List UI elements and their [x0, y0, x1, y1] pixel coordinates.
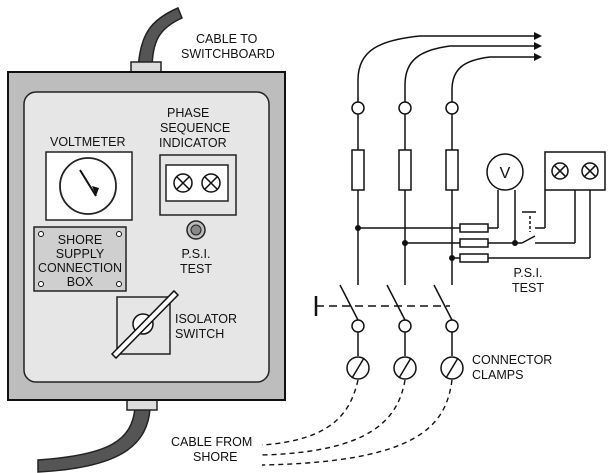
junction-dots — [355, 225, 518, 261]
psi-lamp-2-icon — [201, 173, 221, 193]
cable-to-switchboard-line2: SWITCHBOARD — [181, 47, 275, 61]
connector-clamps-line1: CONNECTOR — [472, 353, 552, 367]
psi-test-label-line2: TEST — [180, 262, 212, 276]
connector-clamps-line2: CLAMPS — [472, 368, 523, 382]
cable-to-switchboard-line1: CABLE TO — [196, 32, 258, 46]
psi-test-button-inner — [190, 224, 202, 236]
fuse-2 — [398, 149, 412, 191]
psi-test-schematic-line2: TEST — [512, 281, 544, 295]
psi-label-line2: SEQUENCE — [160, 121, 230, 135]
psi-label-line3: INDICATOR — [159, 136, 227, 150]
psi-test-label-line1: P.S.I. — [182, 247, 211, 261]
fuse-3 — [445, 149, 459, 191]
connection-box-line4: BOX — [67, 275, 94, 289]
voltmeter-symbol: V — [486, 153, 524, 191]
voltmeter-dial — [59, 157, 117, 215]
isolator-switch-schematic — [314, 284, 459, 356]
connection-box-line2: SUPPLY — [56, 247, 105, 261]
voltmeter-label: VOLTMETER — [50, 135, 125, 149]
psi-label-line1: PHASE — [167, 106, 209, 120]
psi-test-schematic-line1: P.S.I. — [514, 266, 543, 280]
connection-box-line3: CONNECTION — [38, 261, 122, 275]
shore-supply-box-illustration: VOLTMETER PHASE SEQUENCE INDICATOR SHORE… — [7, 7, 286, 473]
phase-line-3 — [451, 53, 542, 102]
svg-text:V: V — [500, 165, 511, 182]
schematic — [351, 32, 591, 285]
incoming-dashed-lines — [261, 379, 453, 466]
cable-from-shore-line2: SHORE — [193, 450, 237, 464]
voltmeter-needle-icon — [79, 169, 97, 197]
phase-line-2 — [404, 42, 542, 102]
cable-from-shore-line1: CABLE FROM — [171, 435, 252, 449]
connector-clamps — [346, 356, 464, 380]
connection-box-plate — [33, 226, 127, 292]
fuse-1 — [351, 149, 365, 191]
connection-box-line1: SHORE — [58, 233, 102, 247]
isolator-label-line2: SWITCH — [175, 327, 224, 341]
psi-lamp-1-icon — [173, 173, 193, 193]
bottom-cable — [37, 407, 151, 473]
isolator-label-line1: ISOLATOR — [175, 312, 237, 326]
top-cable — [137, 7, 183, 71]
isolator-switch-handle[interactable] — [110, 289, 180, 360]
phase-line-1 — [357, 32, 542, 102]
psi-lamp-schematic — [544, 151, 606, 191]
